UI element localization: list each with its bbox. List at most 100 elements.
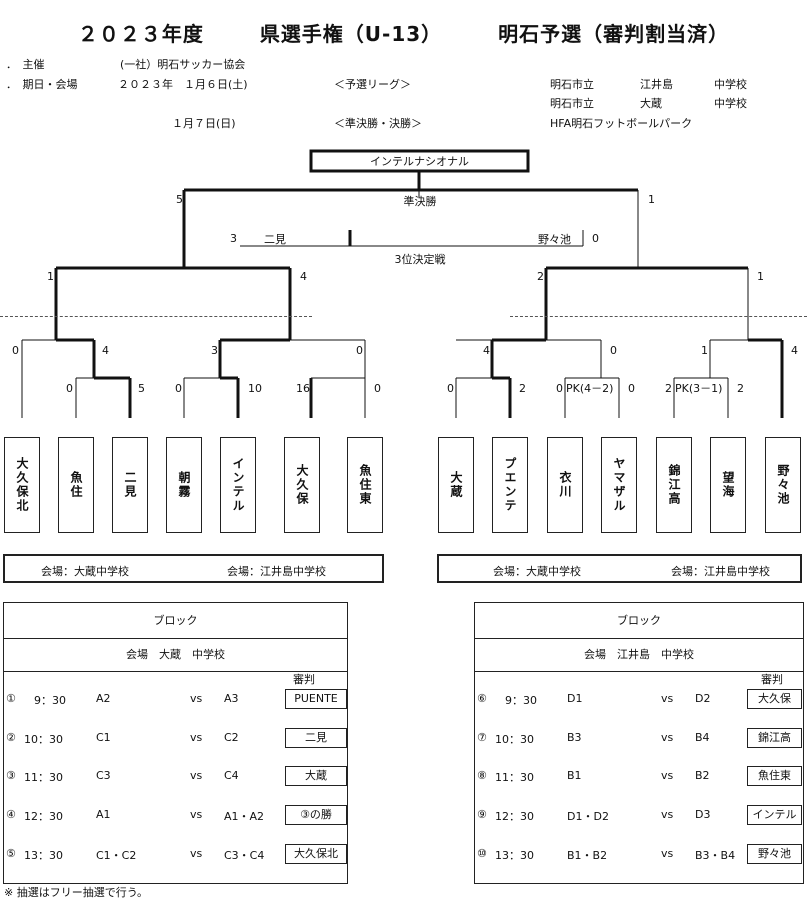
date-1: ２０２３年 １月６日(土) — [118, 78, 248, 91]
match-row: ⑤ 13：30 C1・C2 vs C3・C4 大久保北 — [4, 844, 347, 864]
sf-left-a-score: 1 — [47, 270, 54, 283]
match-row: ① 9：30 A2 vs A3 PUENTE — [4, 689, 347, 709]
match-home: D1・D2 — [567, 810, 609, 823]
title-stage: 明石予選（審判割当済） — [498, 22, 730, 46]
match-home: B3 — [567, 731, 582, 744]
team-box: 望海 — [710, 437, 746, 533]
match-home: B1 — [567, 769, 582, 782]
sf-left-b-score: 4 — [300, 270, 307, 283]
match-row: ⑥ 9：30 D1 vs D2 大久保 — [475, 689, 803, 709]
match-home: C1 — [96, 731, 111, 744]
team-box: 大久保 — [284, 437, 320, 533]
venue1-city: 明石市立 — [550, 78, 594, 91]
match-vs: vs — [661, 808, 674, 821]
match-referee: PUENTE — [285, 689, 347, 709]
team-box: 大蔵 — [438, 437, 474, 533]
match-home: C1・C2 — [96, 849, 137, 862]
team-box: 魚住 — [58, 437, 94, 533]
match-time: 10：30 — [24, 733, 63, 746]
r1-r2-pk: PK(4－2) — [566, 382, 614, 395]
match-vs: vs — [661, 692, 674, 705]
venue1-name: 江井島 — [640, 78, 673, 91]
match-home: D1 — [567, 692, 583, 705]
match-referee: 野々池 — [747, 844, 802, 864]
match-referee: ③の勝 — [285, 805, 347, 825]
qf-r2-a-score: 1 — [701, 344, 708, 357]
sf-right-a-score: 2 — [537, 270, 544, 283]
ref-header: 審判 — [761, 673, 783, 686]
organizer: (一社）明石サッカー協会 — [120, 58, 246, 71]
match-away: B2 — [695, 769, 710, 782]
match-row: ⑧ 11：30 B1 vs B2 魚住東 — [475, 766, 803, 786]
venue2-city: 明石市立 — [550, 97, 594, 110]
third-left-team: 二見 — [264, 233, 286, 246]
qf-l2-a-score: 3 — [211, 344, 218, 357]
match-row: ④ 12：30 A1 vs A1・A2 ③の勝 — [4, 805, 347, 825]
match-row: ③ 11：30 C3 vs C4 大蔵 — [4, 766, 347, 786]
match-vs: vs — [661, 769, 674, 782]
team-box: 朝霧 — [166, 437, 202, 533]
champion-name: インテルナシオナル — [370, 155, 469, 168]
venue2-name: 大蔵 — [640, 97, 662, 110]
match-no: ⑧ — [477, 769, 487, 782]
match-vs: vs — [190, 692, 203, 705]
ref-header: 審判 — [293, 673, 315, 686]
league-label: ＜予選リーグ＞ — [334, 78, 411, 91]
block-label: ブロック — [475, 603, 803, 639]
match-referee: 錦江高 — [747, 728, 802, 748]
match-no: ② — [6, 731, 16, 744]
team-box: 大久保北 — [4, 437, 40, 533]
match-no: ④ — [6, 808, 16, 821]
third-right-team: 野々池 — [538, 233, 571, 246]
qf-l2-b-score: 0 — [356, 344, 363, 357]
team-box: ヤマザル — [601, 437, 637, 533]
match-no: ⑩ — [477, 847, 487, 860]
match-away: C2 — [224, 731, 239, 744]
match-vs: vs — [661, 847, 674, 860]
match-referee: 二見 — [285, 728, 347, 748]
match-row: ② 10：30 C1 vs C2 二見 — [4, 728, 347, 748]
r1-l1-b-score: 5 — [138, 382, 145, 395]
team-box: プエンテ — [492, 437, 528, 533]
match-referee: 魚住東 — [747, 766, 802, 786]
r1-r1-a-score: 0 — [447, 382, 454, 395]
match-time: 13：30 — [24, 849, 63, 862]
match-home: B1・B2 — [567, 849, 608, 862]
r1-r3-a-score: 2 — [665, 382, 672, 395]
qf-r2-b-score: 4 — [791, 344, 798, 357]
match-no: ③ — [6, 769, 16, 782]
r1-r2-a-score: 0 — [556, 382, 563, 395]
qf-r1-b-score: 0 — [610, 344, 617, 357]
match-no: ⑥ — [477, 692, 487, 705]
qf-l1-a-score: 0 — [12, 344, 19, 357]
match-vs: vs — [190, 808, 203, 821]
match-time: 13：30 — [495, 849, 534, 862]
third-left-score: 3 — [230, 232, 237, 245]
qf-r1-a-score: 4 — [483, 344, 490, 357]
venue-bar-right-a: 会場：大蔵中学校 — [493, 565, 581, 578]
r1-l2-b-score: 10 — [248, 382, 262, 395]
r1-l3-a-score: 16 — [296, 382, 310, 395]
match-no: ⑨ — [477, 808, 487, 821]
final-label: ＜準決勝・決勝＞ — [334, 117, 422, 130]
qf-l1-b-score: 4 — [102, 344, 109, 357]
team-box: インテル — [220, 437, 256, 533]
sf-right-b-score: 1 — [757, 270, 764, 283]
date-label: ． 期日・会場 — [6, 78, 78, 91]
match-vs: vs — [661, 731, 674, 744]
venue-bar-left-a: 会場：大蔵中学校 — [41, 565, 129, 578]
venue-bar-right-b: 会場：江井島中学校 — [671, 565, 770, 578]
match-away: A1・A2 — [224, 810, 265, 823]
schedule-venue: 会場 江井島 中学校 — [475, 638, 803, 672]
final-right-score: 1 — [648, 193, 655, 206]
match-time: 10：30 — [495, 733, 534, 746]
title-year: ２０２３年度 — [77, 22, 204, 46]
final-left-score: 5 — [176, 193, 183, 206]
venue-bar-left-b: 会場：江井島中学校 — [227, 565, 326, 578]
r1-r3-pk: PK(3－1) — [675, 382, 723, 395]
match-time: 12：30 — [495, 810, 534, 823]
match-away: B3・B4 — [695, 849, 736, 862]
match-referee: 大久保 — [747, 689, 802, 709]
team-box: 錦江高 — [656, 437, 692, 533]
venue1-type: 中学校 — [714, 78, 747, 91]
